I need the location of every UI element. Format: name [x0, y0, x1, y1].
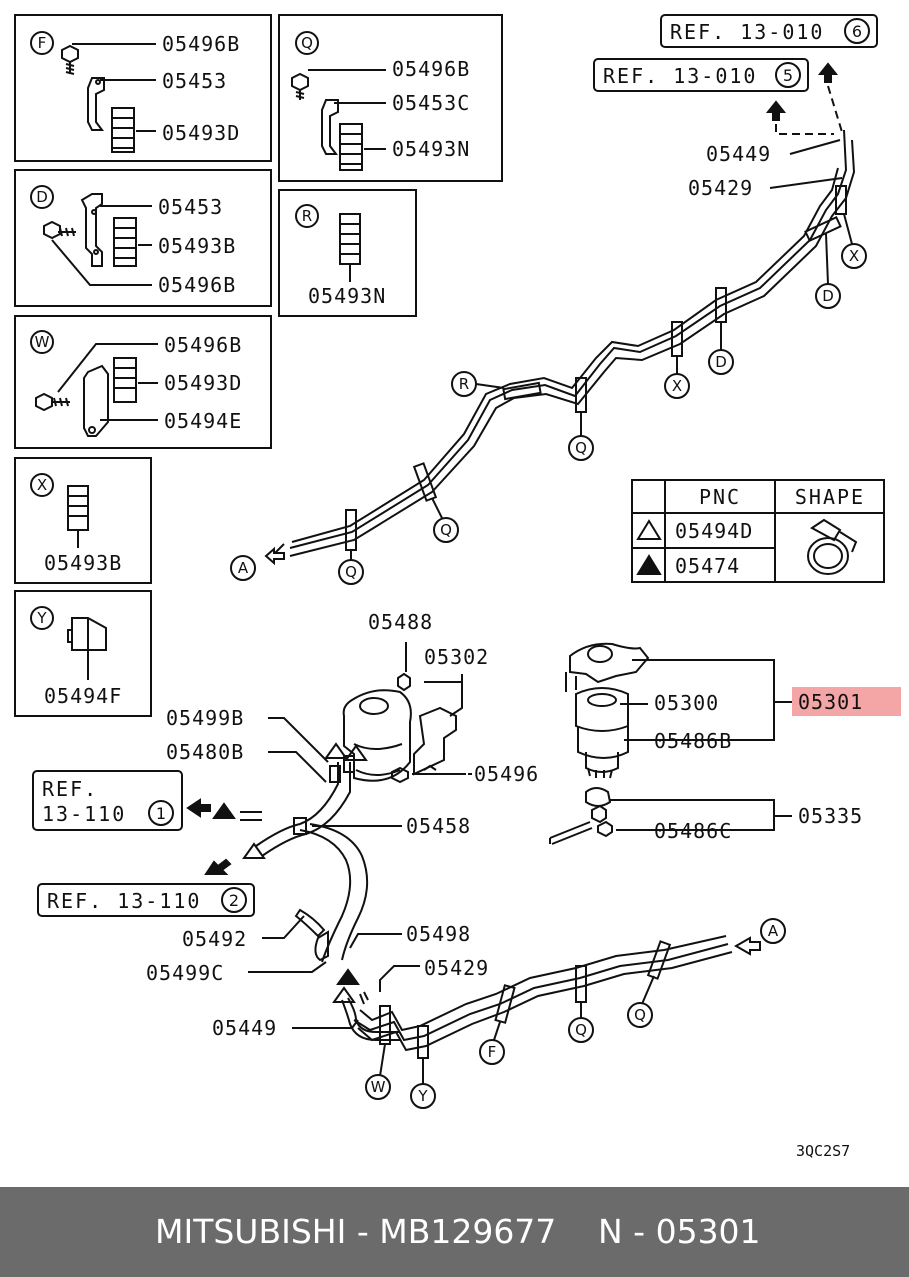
- clamp-letter-a2: A: [768, 922, 779, 940]
- fuel-filter-right: [549, 642, 792, 845]
- table-text: PNC SHAPE 05494D 05474: [675, 485, 865, 578]
- table-header-pnc: PNC: [699, 485, 741, 509]
- ref-1-line2: 13-110: [42, 802, 126, 826]
- box-f-part1: 05496B: [162, 32, 240, 56]
- part-05301: 05301: [798, 690, 863, 714]
- parts-diagram: F 05496B 05453 05493D Q 05496B 05453C 05…: [14, 14, 901, 1160]
- clamp-letter-w: W: [371, 1078, 386, 1096]
- part-05498: 05498: [406, 922, 471, 946]
- clamp-letter-q4: Q: [634, 1006, 646, 1024]
- part-05492: 05492: [182, 927, 247, 951]
- clamp-letter-q2: Q: [440, 521, 452, 539]
- box-y-part1: 05494F: [44, 684, 122, 708]
- clip-box-w: [14, 315, 272, 449]
- part-05488: 05488: [368, 610, 433, 634]
- clamp-letter-x1: X: [849, 247, 859, 265]
- clip-box-d: [14, 169, 272, 307]
- footer-bar: MITSUBISHI - MB129677 N - 05301: [0, 1187, 909, 1277]
- part-05486c: 05486C: [654, 819, 732, 843]
- box-w-part1: 05496B: [164, 333, 242, 357]
- clamp-letter-y: Y: [417, 1087, 428, 1105]
- box-y-letter: Y: [36, 609, 47, 627]
- part-05499c: 05499C: [146, 961, 224, 985]
- ref-2-num: 2: [229, 891, 239, 910]
- ref-2-text: REF. 13-110: [47, 889, 201, 913]
- part-05302: 05302: [424, 645, 489, 669]
- part-05300: 05300: [654, 691, 719, 715]
- clamp-letters-lower: A Q Q F W Y: [371, 922, 779, 1105]
- clamp-letter-r: R: [459, 375, 469, 393]
- clamp-letter-f: F: [488, 1043, 497, 1061]
- box-x-part1: 05493B: [44, 551, 122, 575]
- clamp-letter-d2: D: [715, 353, 727, 371]
- part-05499b: 05499B: [166, 706, 244, 730]
- part-05458: 05458: [406, 814, 471, 838]
- footer-pn: N - 05301: [598, 1212, 761, 1251]
- ref-1-line1: REF.: [42, 777, 98, 801]
- upper-fuel-pipes: [230, 129, 867, 585]
- clip-box-q: [278, 14, 503, 182]
- box-r-part1: 05493N: [308, 284, 386, 308]
- part-05449-upper: 05449: [706, 142, 771, 166]
- clamp-letter-q1: Q: [575, 439, 587, 457]
- clamp-letter-d1: D: [822, 287, 834, 305]
- box-f-part2: 05453: [162, 69, 227, 93]
- ref-5-text: REF. 13-010: [603, 64, 757, 88]
- box-q-part3: 05493N: [392, 137, 470, 161]
- box-r-letter: R: [302, 207, 312, 225]
- part-05429-upper: 05429: [688, 176, 753, 200]
- ref-6-num: 6: [852, 22, 862, 41]
- ref-5-num: 5: [783, 66, 793, 85]
- clip-box-x: [14, 457, 152, 584]
- part-05486b: 05486B: [654, 729, 732, 753]
- part-05335: 05335: [798, 804, 863, 828]
- ref-labels: REF. 13-010 6 REF. 13-010 5 REF. 13-110 …: [42, 20, 862, 913]
- clip-box-r: [278, 189, 417, 317]
- box-q-letter: Q: [301, 34, 313, 52]
- clamp-letters-upper: X D D X Q R Q Q A: [238, 247, 859, 581]
- clamp-letter-x2: X: [672, 377, 682, 395]
- clip-box-y: [14, 590, 152, 717]
- table-row1-pnc: 05494D: [675, 519, 753, 543]
- footer-brand: MITSUBISHI - MB129677: [155, 1212, 557, 1251]
- box-labels: F 05496B 05453 05493D Q 05496B 05453C 05…: [35, 32, 470, 708]
- part-05429-lower: 05429: [424, 956, 489, 980]
- pnc-table: [631, 479, 885, 583]
- box-f-letter: F: [38, 34, 47, 52]
- box-w-letter: W: [35, 333, 50, 351]
- box-d-part2: 05493B: [158, 234, 236, 258]
- box-q-part2: 05453C: [392, 91, 470, 115]
- ref-1-num: 1: [156, 804, 166, 823]
- fuel-filter-left: [186, 642, 472, 1041]
- table-header-shape: SHAPE: [795, 485, 865, 509]
- clamp-letter-q3: Q: [345, 563, 357, 581]
- lower-fuel-pipes: [353, 918, 786, 1109]
- box-d-part3: 05496B: [158, 273, 236, 297]
- upper-part-labels: 05449 05429: [688, 142, 771, 200]
- box-w-part3: 05494E: [164, 409, 242, 433]
- box-x-letter: X: [37, 476, 47, 494]
- highlight-05301: [792, 687, 901, 716]
- part-05480b: 05480B: [166, 740, 244, 764]
- box-f-part3: 05493D: [162, 121, 240, 145]
- ref-6-text: REF. 13-010: [670, 20, 824, 44]
- box-q-part1: 05496B: [392, 57, 470, 81]
- part-05496: 05496: [474, 762, 539, 786]
- clamp-letter-q5: Q: [575, 1021, 587, 1039]
- clip-box-f: [14, 14, 272, 162]
- box-d-part1: 05453: [158, 195, 223, 219]
- box-w-part2: 05493D: [164, 371, 242, 395]
- clamp-letter-a1: A: [238, 559, 249, 577]
- filter-part-labels: 05488 05302 05499B 05480B 05496 05458 05…: [146, 610, 863, 1040]
- part-05449-lower: 05449: [212, 1016, 277, 1040]
- table-row2-pnc: 05474: [675, 554, 740, 578]
- diagram-code: 3QC2S7: [796, 1142, 850, 1160]
- box-d-letter: D: [36, 188, 48, 206]
